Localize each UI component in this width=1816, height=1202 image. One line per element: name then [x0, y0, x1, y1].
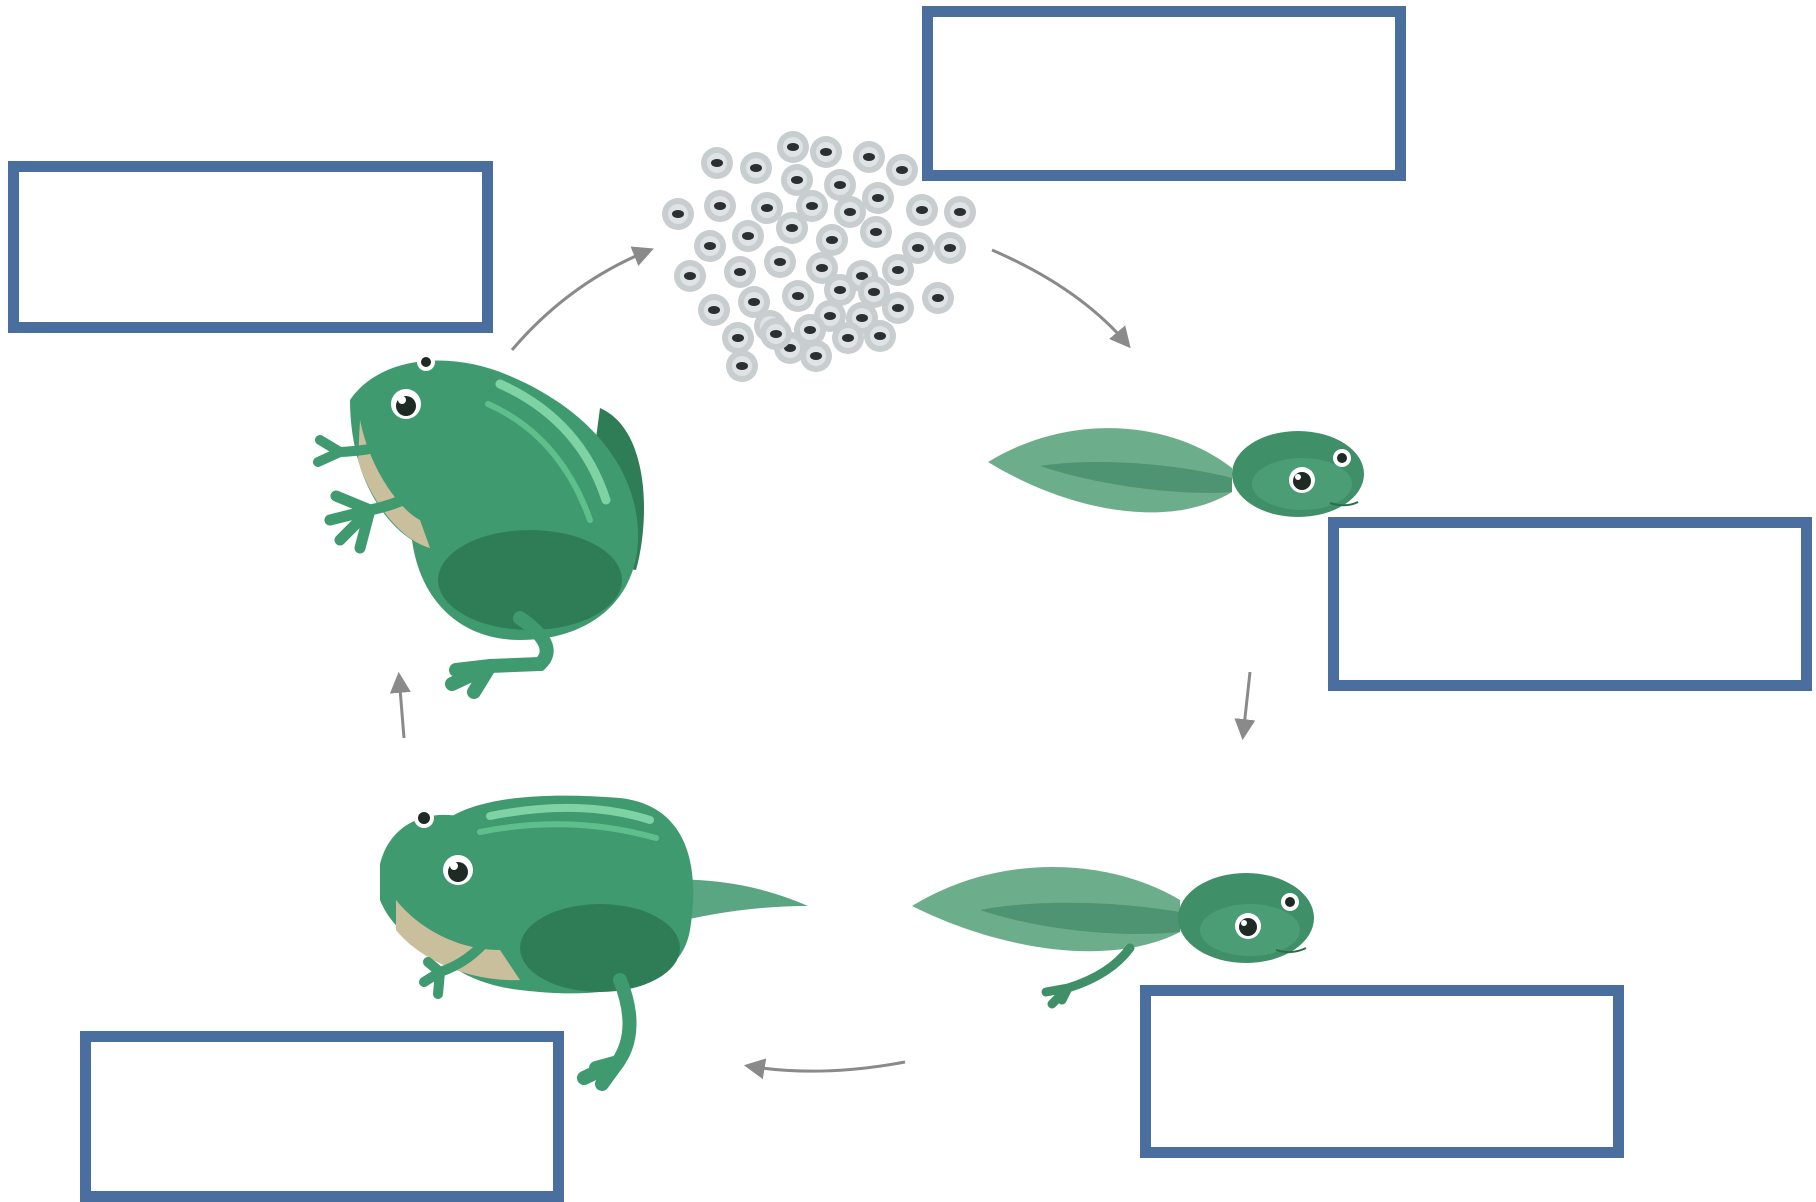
frog-spawn-icon [662, 131, 976, 382]
egg-embryo [714, 202, 726, 210]
egg-embryo [916, 206, 928, 214]
egg-embryo [791, 176, 803, 184]
arrow-eggs-to-tadpole [991, 248, 1131, 349]
egg-embryo [842, 334, 854, 342]
egg-embryo [824, 312, 836, 320]
egg-embryo [954, 208, 966, 216]
egg-embryo [742, 232, 754, 240]
label-box-froglet[interactable] [80, 1031, 564, 1202]
egg-embryo [750, 164, 762, 172]
arrow-legs-to-froglet [743, 1058, 906, 1080]
tadpole-with-legs-icon [912, 867, 1314, 1009]
egg-embryo [820, 148, 832, 156]
egg-embryo [770, 330, 782, 338]
egg-embryo [704, 242, 716, 250]
egg-embryo [787, 143, 799, 151]
label-box-tadpole[interactable] [1328, 517, 1812, 691]
egg-embryo [774, 258, 786, 266]
egg-embryo [874, 332, 886, 340]
egg-embryo [944, 244, 956, 252]
egg-embryo [761, 204, 773, 212]
label-box-adult-frog[interactable] [8, 161, 493, 333]
egg-embryo [826, 236, 838, 244]
egg-embryo [792, 292, 804, 300]
arrow-tadpole-to-legs [1234, 671, 1256, 741]
tadpole-icon [988, 428, 1364, 517]
egg-embryo [912, 244, 924, 252]
label-box-tadpole-with-legs[interactable] [1140, 985, 1624, 1158]
egg-embryo [856, 272, 868, 280]
adult-frog-icon [313, 353, 645, 699]
egg-embryo [734, 268, 746, 276]
egg-embryo [870, 228, 882, 236]
egg-embryo [892, 304, 904, 312]
egg-embryo [684, 272, 696, 280]
egg-embryo [892, 266, 904, 274]
egg-embryo [784, 344, 796, 352]
egg-embryo [711, 159, 723, 167]
label-box-eggs[interactable] [922, 6, 1406, 181]
egg-embryo [806, 202, 818, 210]
egg-embryo [786, 224, 798, 232]
egg-embryo [816, 264, 828, 272]
egg-embryo [868, 288, 880, 296]
egg-embryo [844, 208, 856, 216]
egg-embryo [896, 166, 908, 174]
froglet-icon [380, 795, 808, 1091]
arrow-adult-to-eggs [510, 246, 654, 351]
egg-embryo [932, 294, 944, 302]
egg-embryo [834, 286, 846, 294]
egg-embryo [856, 314, 868, 322]
egg-embryo [834, 181, 846, 189]
egg-embryo [672, 210, 684, 218]
egg-embryo [708, 306, 720, 314]
egg-embryo [872, 194, 884, 202]
egg-embryo [732, 334, 744, 342]
arrow-froglet-to-adult [389, 671, 411, 739]
egg-embryo [748, 298, 760, 306]
egg-embryo [736, 362, 748, 370]
egg-embryo [863, 153, 875, 161]
egg-embryo [804, 326, 816, 334]
egg-embryo [810, 352, 822, 360]
